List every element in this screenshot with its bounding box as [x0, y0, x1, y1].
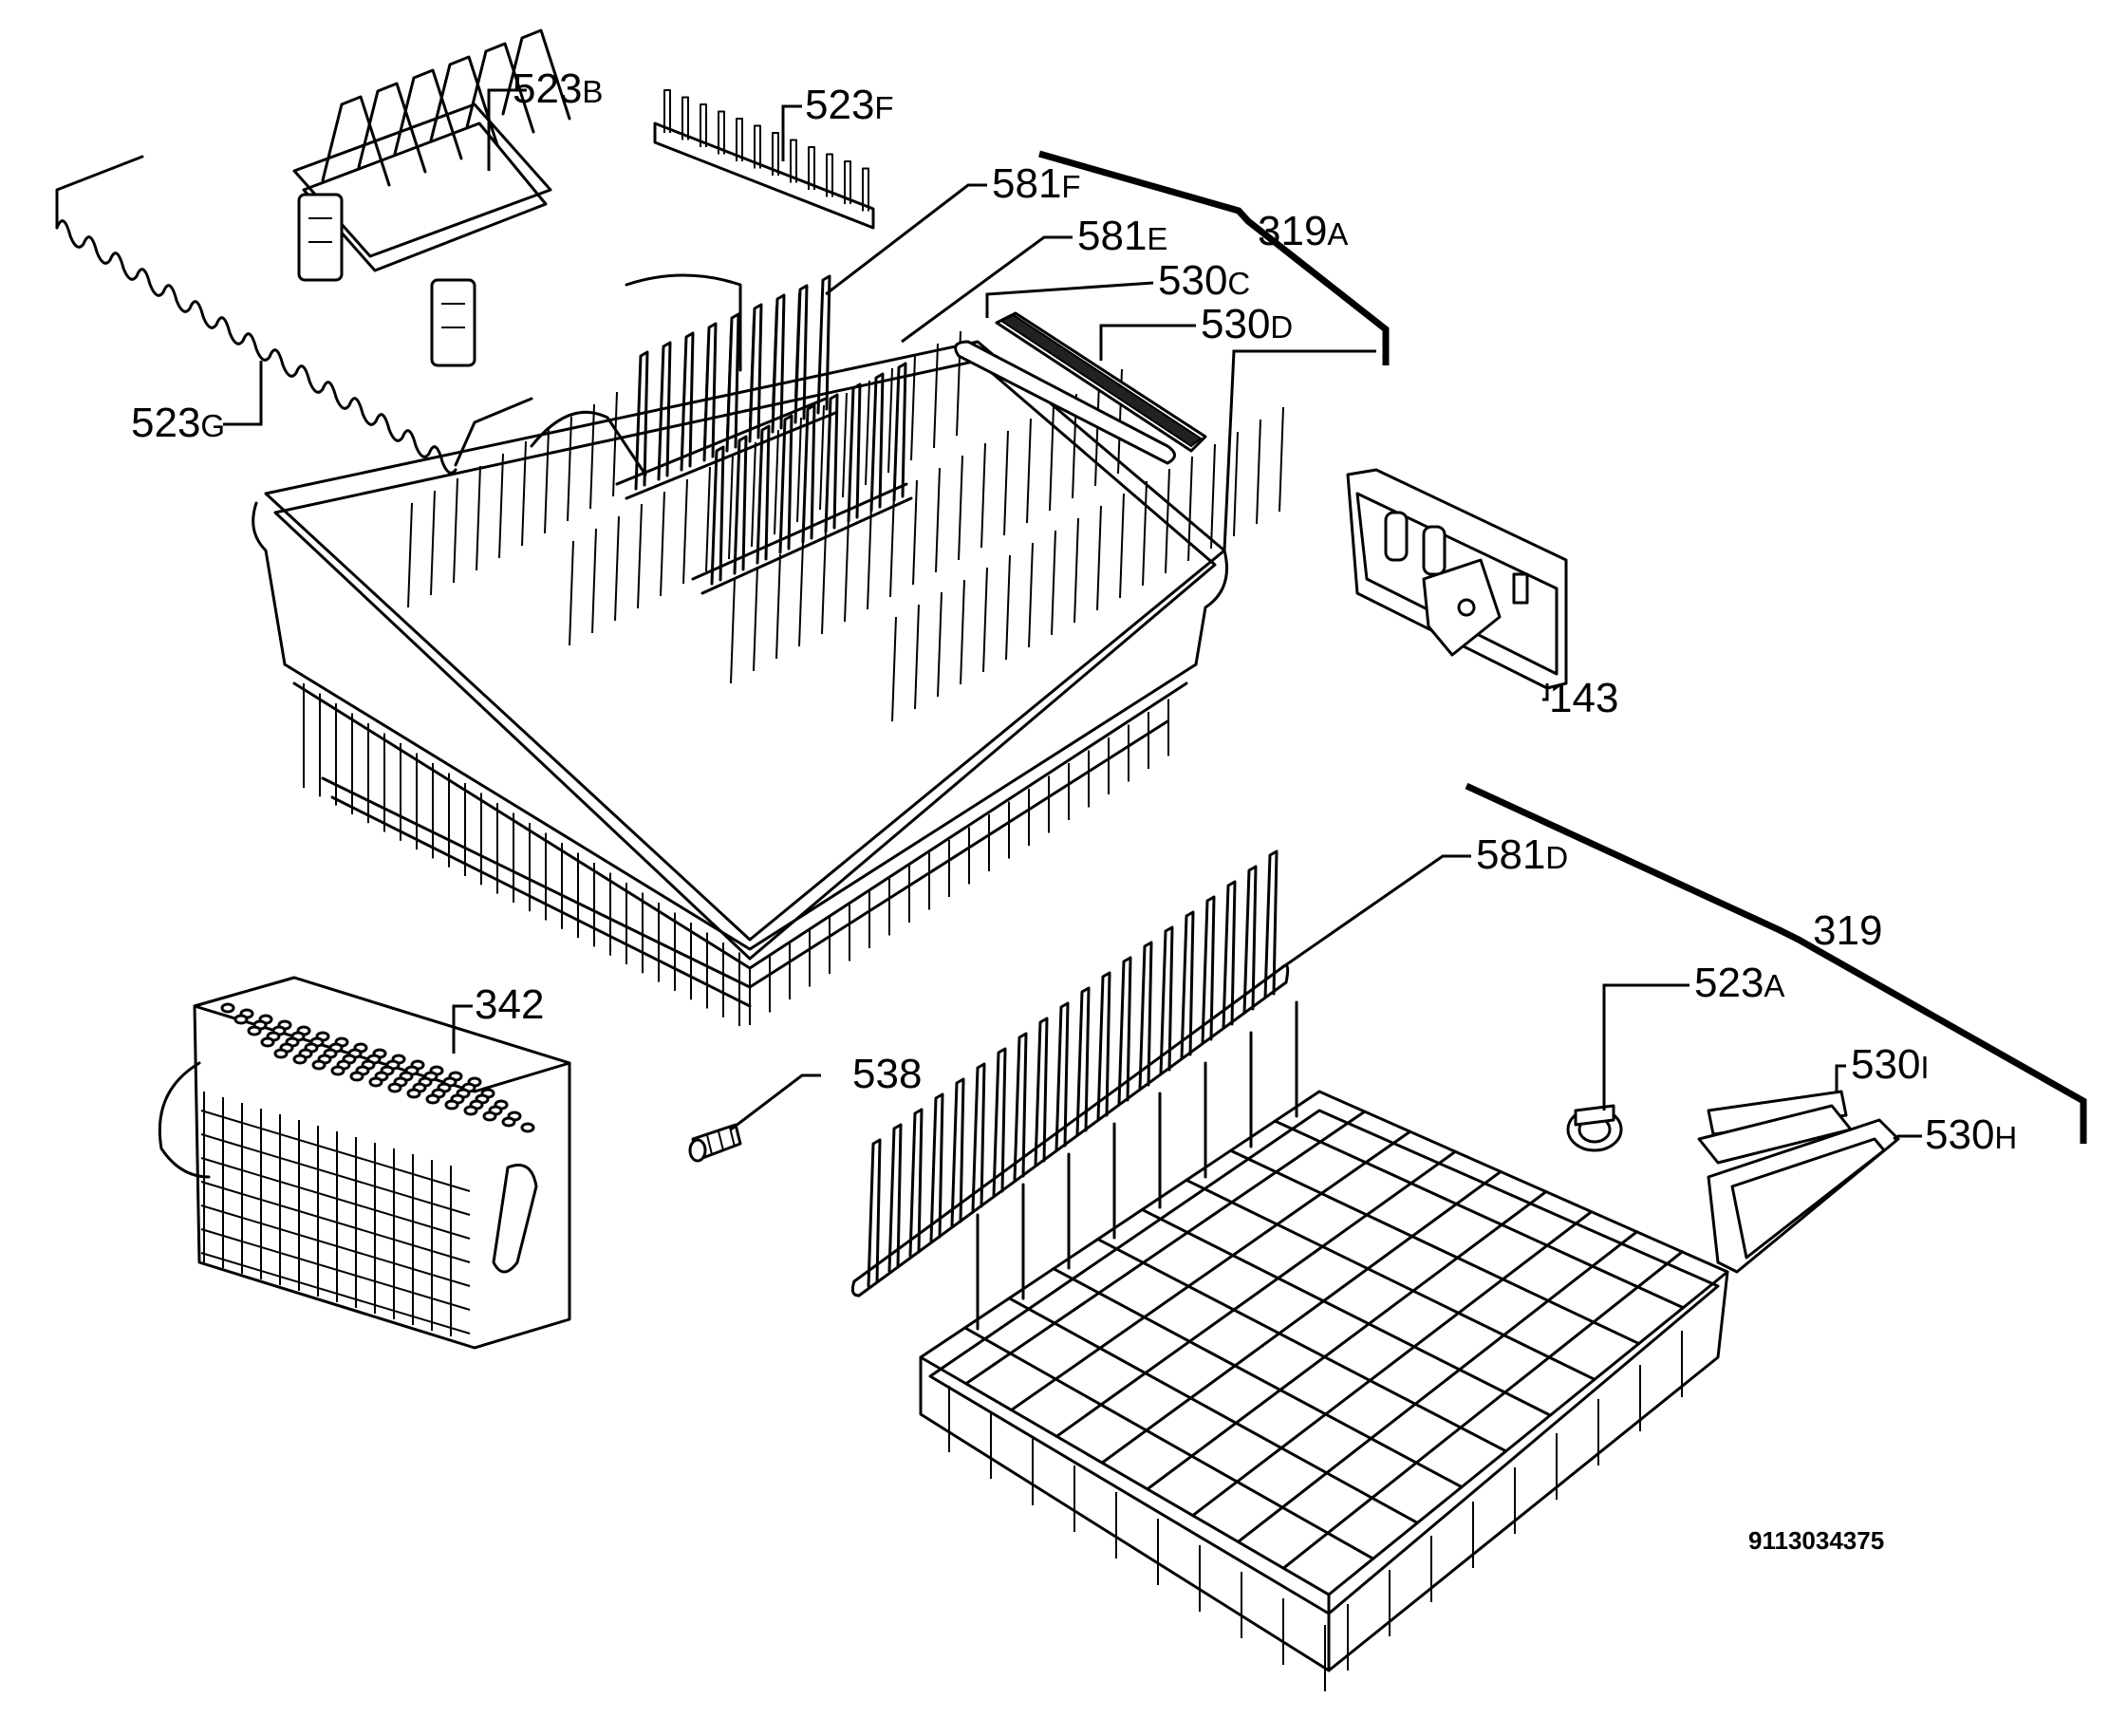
fold-down-rack-581F — [615, 274, 837, 500]
seal-530D — [954, 340, 1176, 465]
part-label-523a: 523A — [1694, 960, 1784, 1006]
spring-wire-523G — [55, 155, 533, 475]
part-label-319: 319 — [1813, 907, 1882, 954]
part-label-530d: 530D — [1201, 301, 1293, 347]
rail-bracket-143 — [1346, 468, 1568, 690]
seal-530I — [1697, 1090, 1853, 1165]
part-label-342: 342 — [475, 981, 544, 1028]
seal-530H — [1707, 1118, 1900, 1274]
part-label-581e: 581E — [1077, 213, 1167, 259]
seal-530C — [995, 311, 1207, 453]
cutlery-basket-342 — [158, 976, 571, 1350]
plug-538 — [688, 1123, 742, 1163]
part-label-581d: 581D — [1476, 831, 1568, 878]
part-label-523g: 523G — [131, 400, 225, 446]
comb-523F — [653, 89, 875, 230]
wheel-523A — [1566, 1104, 1623, 1152]
part-label-143: 143 — [1549, 675, 1618, 721]
part-label-523b: 523B — [513, 65, 603, 112]
part-label-523f: 523F — [805, 82, 894, 128]
assembly-brackets — [1038, 150, 2087, 1144]
part-label-530c: 530C — [1158, 257, 1250, 304]
lower-basket-drawing — [919, 1000, 1729, 1691]
part-label-530i: 530I — [1851, 1041, 1930, 1088]
fold-down-rack-581E — [691, 362, 913, 595]
part-label-530h: 530H — [1925, 1111, 2017, 1158]
part-label-581f: 581F — [992, 160, 1081, 207]
fold-down-rack-581D — [850, 849, 1290, 1297]
drawing-code: 9113034375 — [1748, 1526, 1884, 1555]
cup-rack-523B — [292, 28, 571, 367]
part-label-538: 538 — [852, 1051, 922, 1097]
upper-basket-drawing — [252, 273, 1284, 1027]
part-label-319a: 319A — [1258, 208, 1348, 254]
leader-lines — [223, 88, 1922, 1141]
